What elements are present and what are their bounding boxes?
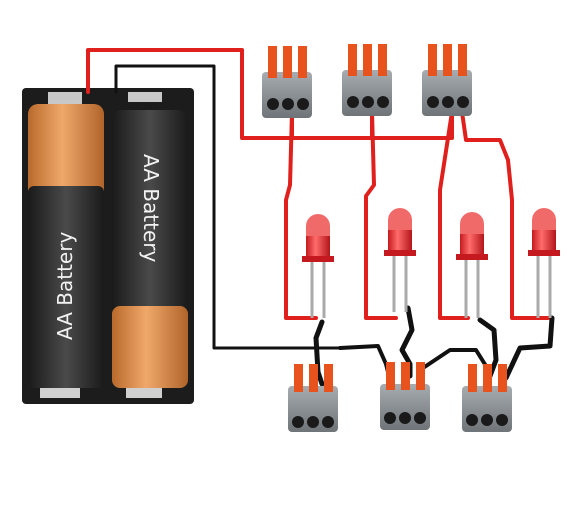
connector-lever	[416, 362, 425, 390]
connector-lever	[283, 46, 292, 78]
led-rim	[302, 256, 334, 262]
led4-negative-wire	[503, 315, 555, 381]
battery-right: AA Battery	[112, 110, 188, 388]
connector-lever	[324, 364, 333, 392]
bridge-wire-2	[418, 348, 488, 372]
led-1	[302, 214, 334, 318]
connector-port	[384, 412, 396, 424]
battery-right-label: AA Battery	[139, 154, 163, 262]
battery-left: AA Battery	[28, 104, 104, 388]
connector-port	[347, 96, 359, 108]
connector-lever	[401, 362, 410, 390]
connector-lever	[443, 44, 452, 76]
connector-port	[481, 414, 493, 426]
connector-lever	[458, 44, 467, 76]
battery-left-wrap	[28, 186, 104, 388]
battery-right-copper	[112, 306, 188, 388]
connector-port	[399, 412, 411, 424]
connector-port	[362, 96, 374, 108]
connector-port	[307, 416, 319, 428]
wago-connector-icon	[342, 70, 392, 116]
led-2	[384, 208, 416, 312]
connector-lever	[268, 46, 277, 78]
connector-port	[292, 416, 304, 428]
spring-bottom-left	[40, 386, 80, 398]
connector-port	[496, 414, 508, 426]
led-rim	[384, 250, 416, 256]
connector-lever	[483, 364, 492, 392]
negative-wire	[114, 64, 342, 350]
led1-positive-wire	[284, 110, 318, 320]
connector-lever	[498, 364, 507, 392]
connector-lever	[294, 364, 303, 392]
led3-positive-wire	[438, 110, 470, 320]
wires	[86, 48, 555, 387]
connector-lever	[309, 364, 318, 392]
terminal-top-left	[48, 92, 82, 104]
connector-port	[282, 98, 294, 110]
connector-port	[427, 96, 439, 108]
battery-left-label: AA Battery	[53, 232, 77, 340]
top-connector-3	[422, 44, 472, 116]
connector-port	[442, 96, 454, 108]
led3-negative-wire	[477, 317, 499, 379]
connector-port	[267, 98, 279, 110]
led-rim	[456, 254, 488, 260]
connector-lever	[378, 44, 387, 76]
connector-port	[322, 416, 334, 428]
led-dome	[532, 208, 556, 230]
led-dome	[306, 214, 330, 236]
bottom-connector-1	[288, 364, 338, 432]
top-connector-1	[262, 46, 312, 118]
connector-lever	[298, 46, 307, 78]
bottom-connector-2	[380, 362, 430, 430]
led-rim	[528, 250, 560, 256]
wago-connector-icon	[422, 70, 472, 116]
led-4	[528, 208, 560, 318]
led-dome	[388, 208, 412, 230]
battery-holder: AA Battery AA Battery	[22, 88, 194, 404]
spring-bottom-right	[126, 388, 162, 398]
wago-connector-icon	[262, 72, 312, 118]
connector-port	[414, 412, 426, 424]
connector-port	[466, 414, 478, 426]
led2-positive-wire	[364, 110, 398, 320]
connector-lever	[468, 364, 477, 392]
connector-port	[457, 96, 469, 108]
bridge-wire-1	[338, 344, 392, 382]
connector-port	[297, 98, 309, 110]
led-3	[456, 212, 488, 318]
terminal-top-right	[128, 92, 162, 102]
led-dome	[460, 212, 484, 234]
connector-port	[377, 96, 389, 108]
connector-lever	[386, 362, 395, 390]
connector-lever	[428, 44, 437, 76]
connector-lever	[363, 44, 372, 76]
bottom-connector-3	[462, 364, 512, 432]
led1-negative-wire	[313, 319, 325, 387]
connector-lever	[348, 44, 357, 76]
led4-positive-wire	[460, 110, 550, 320]
top-connector-2	[342, 44, 392, 116]
